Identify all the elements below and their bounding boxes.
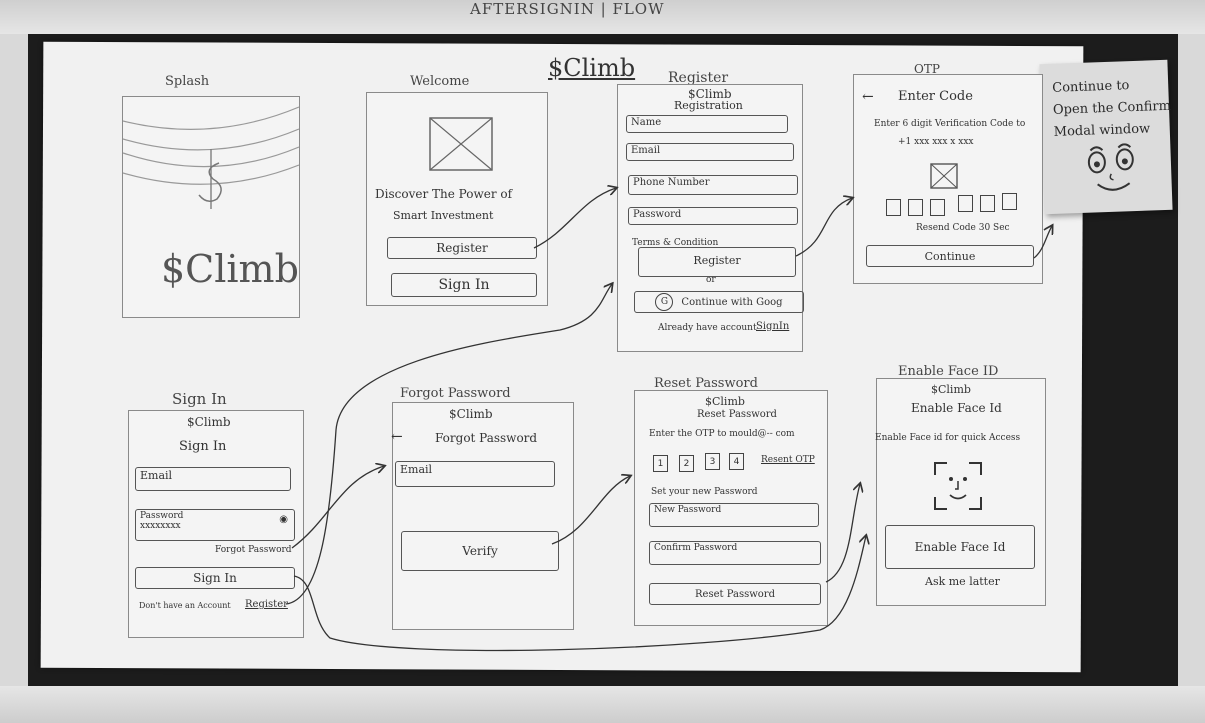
welcome-signin-button[interactable]: Sign In xyxy=(391,273,537,297)
arrow-signin-to-faceid xyxy=(293,536,866,652)
signin-submit-button[interactable]: Sign In xyxy=(135,567,295,589)
register-password-field[interactable]: Password xyxy=(628,207,798,225)
register-title: Register xyxy=(668,70,729,86)
faceid-enable-button[interactable]: Enable Face Id xyxy=(885,525,1035,569)
register-signin-link[interactable]: SignIn xyxy=(756,321,790,332)
register-name-field[interactable]: Name xyxy=(626,115,788,133)
eye-icon[interactable]: ◉ xyxy=(279,514,288,525)
forgot-screen: $Climb ← Forgot Password Email Verify xyxy=(391,402,574,630)
signin-register-link[interactable]: Register xyxy=(245,599,288,610)
otp-back-arrow-icon[interactable]: ← xyxy=(862,89,874,105)
signin-forgot-link[interactable]: Forgot Password xyxy=(215,545,292,555)
forgot-brand: $Climb xyxy=(449,407,493,421)
faceid-heading: Enable Face Id xyxy=(911,401,1002,415)
forgot-email-field[interactable]: Email xyxy=(395,461,555,487)
reset-otp-digit[interactable]: 3 xyxy=(705,453,720,470)
signin-password-label: Password xyxy=(140,511,184,521)
welcome-screen: Discover The Power of Smart Investment R… xyxy=(366,92,548,306)
arrow-reset-to-faceid xyxy=(825,484,860,583)
reset-submit-button[interactable]: Reset Password xyxy=(649,583,821,605)
register-email-field[interactable]: Email xyxy=(626,143,794,161)
signin-brand: $Climb xyxy=(187,415,231,429)
faceid-later-link[interactable]: Ask me latter xyxy=(925,575,1000,588)
forgot-heading: Forgot Password xyxy=(435,431,538,445)
reset-brand: $Climb xyxy=(705,395,745,408)
otp-instruction: Enter 6 digit Verification Code to xyxy=(874,119,1026,129)
smiley-face-icon xyxy=(1087,143,1134,191)
arrow-register-to-otp xyxy=(795,198,852,257)
reset-set-new-text: Set your new Password xyxy=(651,487,758,497)
face-id-icon xyxy=(934,462,982,510)
faceid-description: Enable Face id for quick Access xyxy=(875,433,1021,443)
signin-email-field[interactable]: Email xyxy=(135,467,291,491)
otp-digit-box[interactable] xyxy=(958,195,973,212)
google-icon: G xyxy=(655,293,674,311)
otp-heading: Enter Code xyxy=(898,89,973,104)
reset-otp-digit[interactable]: 4 xyxy=(729,453,744,470)
otp-digit-box[interactable] xyxy=(930,199,945,216)
arrow-signin-register-to-register xyxy=(285,284,612,605)
otp-continue-button[interactable]: Continue xyxy=(866,245,1034,267)
image-placeholder-icon xyxy=(429,117,493,171)
register-submit-button[interactable]: Register xyxy=(638,247,796,277)
faceid-screen: $Climb Enable Face Id Enable Face id for… xyxy=(875,378,1046,606)
signin-password-field[interactable]: Password xxxxxxxx ◉ xyxy=(135,509,295,541)
reset-resend-link[interactable]: Resent OTP xyxy=(761,455,815,465)
register-screen: $Climb Registration Name Email Phone Num… xyxy=(617,84,804,352)
wall-bottom xyxy=(0,686,1205,723)
signin-password-mask: xxxxxxxx xyxy=(140,521,181,531)
register-google-button[interactable]: G Continue with Goog xyxy=(634,291,804,313)
sticky-note: Continue to Open the Confirm Modal windo… xyxy=(1039,59,1173,215)
register-brand: $Climb xyxy=(688,87,732,101)
arrow-forgot-to-forgot-screen xyxy=(291,466,384,549)
register-or-text: or xyxy=(706,275,716,285)
forgot-verify-button[interactable]: Verify xyxy=(401,531,559,571)
reset-instruction: Enter the OTP to mould@-- com xyxy=(649,429,795,439)
signin-title: Sign In xyxy=(172,390,227,408)
welcome-title: Welcome xyxy=(410,74,470,89)
reset-heading: Reset Password xyxy=(697,409,777,420)
faceid-title: Enable Face ID xyxy=(898,364,999,379)
otp-digit-box[interactable] xyxy=(908,199,923,216)
register-already-text: Already have account xyxy=(658,323,757,333)
wall-top xyxy=(0,0,1205,34)
otp-digit-box[interactable] xyxy=(886,199,901,216)
otp-title: OTP xyxy=(914,62,940,76)
reset-title: Reset Password xyxy=(654,376,758,391)
splash-title: Splash xyxy=(165,74,210,89)
otp-phone: +1 xxx xxx x xxx xyxy=(898,137,974,147)
board-title: $Climb xyxy=(548,54,636,82)
splash-screen: $Climb xyxy=(122,96,300,318)
welcome-tagline-2: Smart Investment xyxy=(393,209,494,222)
header-caption: AFTERSIGNIN | FLOW xyxy=(470,0,665,18)
reset-confirm-password-field[interactable]: Confirm Password xyxy=(649,541,821,565)
otp-image-placeholder-icon xyxy=(930,163,958,189)
reset-screen: $Climb Reset Password Enter the OTP to m… xyxy=(634,390,828,626)
otp-screen: ← Enter Code Enter 6 digit Verification … xyxy=(853,74,1043,284)
forgot-title: Forgot Password xyxy=(400,386,511,401)
otp-digit-box[interactable] xyxy=(1002,193,1017,210)
splash-logo: $Climb xyxy=(161,247,299,291)
register-heading: Registration xyxy=(674,99,743,112)
arrow-otp-to-modal xyxy=(1033,226,1052,259)
register-phone-field[interactable]: Phone Number xyxy=(628,175,798,195)
splash-illustration xyxy=(123,106,299,209)
reset-otp-digit[interactable]: 1 xyxy=(653,455,668,472)
otp-digit-box[interactable] xyxy=(980,195,995,212)
arrow-welcome-to-register xyxy=(533,188,616,249)
signin-heading: Sign In xyxy=(179,439,227,454)
reset-otp-digit[interactable]: 2 xyxy=(679,455,694,472)
otp-resend-text[interactable]: Resend Code 30 Sec xyxy=(916,223,1010,233)
register-terms-text[interactable]: Terms & Condition xyxy=(632,238,719,248)
welcome-register-button[interactable]: Register xyxy=(387,237,537,259)
welcome-tagline-1: Discover The Power of xyxy=(375,187,513,201)
signin-screen: $Climb Sign In Email Password xxxxxxxx ◉… xyxy=(128,410,304,638)
reset-new-password-field[interactable]: New Password xyxy=(649,503,819,527)
faceid-brand: $Climb xyxy=(931,383,971,396)
signin-no-account-text: Don't have an Account xyxy=(139,601,231,610)
arrow-verify-to-reset xyxy=(551,476,630,545)
register-google-label: Continue with Goog xyxy=(681,296,783,308)
forgot-back-arrow-icon[interactable]: ← xyxy=(391,429,403,445)
